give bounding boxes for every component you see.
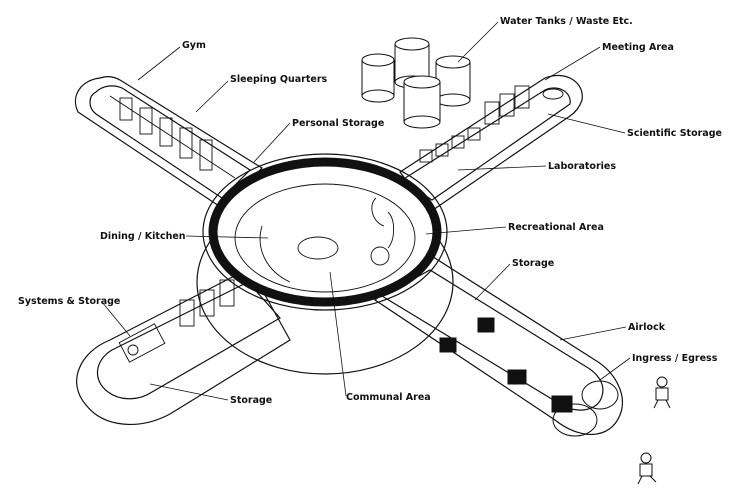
label-personal-storage: Personal Storage (292, 118, 384, 129)
label-meeting-area: Meeting Area (602, 42, 674, 53)
label-airlock: Airlock (628, 322, 666, 333)
label-storage-right: Storage (512, 258, 554, 269)
label-recreational-area: Recreational Area (508, 222, 604, 233)
label-storage-bottom: Storage (230, 395, 272, 406)
astronaut-figure-upper (653, 376, 671, 409)
wing-lower-left (76, 267, 291, 425)
central-hub (196, 153, 454, 375)
label-water-tanks: Water Tanks / Waste Etc. (500, 16, 633, 27)
label-ingress-egress: Ingress / Egress (632, 353, 718, 364)
wing-upper-right (399, 74, 583, 213)
label-scientific-storage: Scientific Storage (627, 128, 722, 139)
label-gym: Gym (182, 40, 206, 51)
label-sleeping-quarters: Sleeping Quarters (230, 74, 328, 85)
labels: Gym Sleeping Quarters Personal Storage W… (18, 16, 722, 406)
water-tanks (361, 37, 471, 129)
label-systems-storage: Systems & Storage (18, 296, 120, 307)
astronaut-figure-lower (637, 452, 657, 485)
label-laboratories: Laboratories (548, 161, 616, 172)
leader-lines (101, 21, 631, 401)
wing-lower-right (373, 254, 623, 437)
label-communal-area: Communal Area (346, 392, 431, 403)
label-dining-kitchen: Dining / Kitchen (100, 231, 186, 242)
